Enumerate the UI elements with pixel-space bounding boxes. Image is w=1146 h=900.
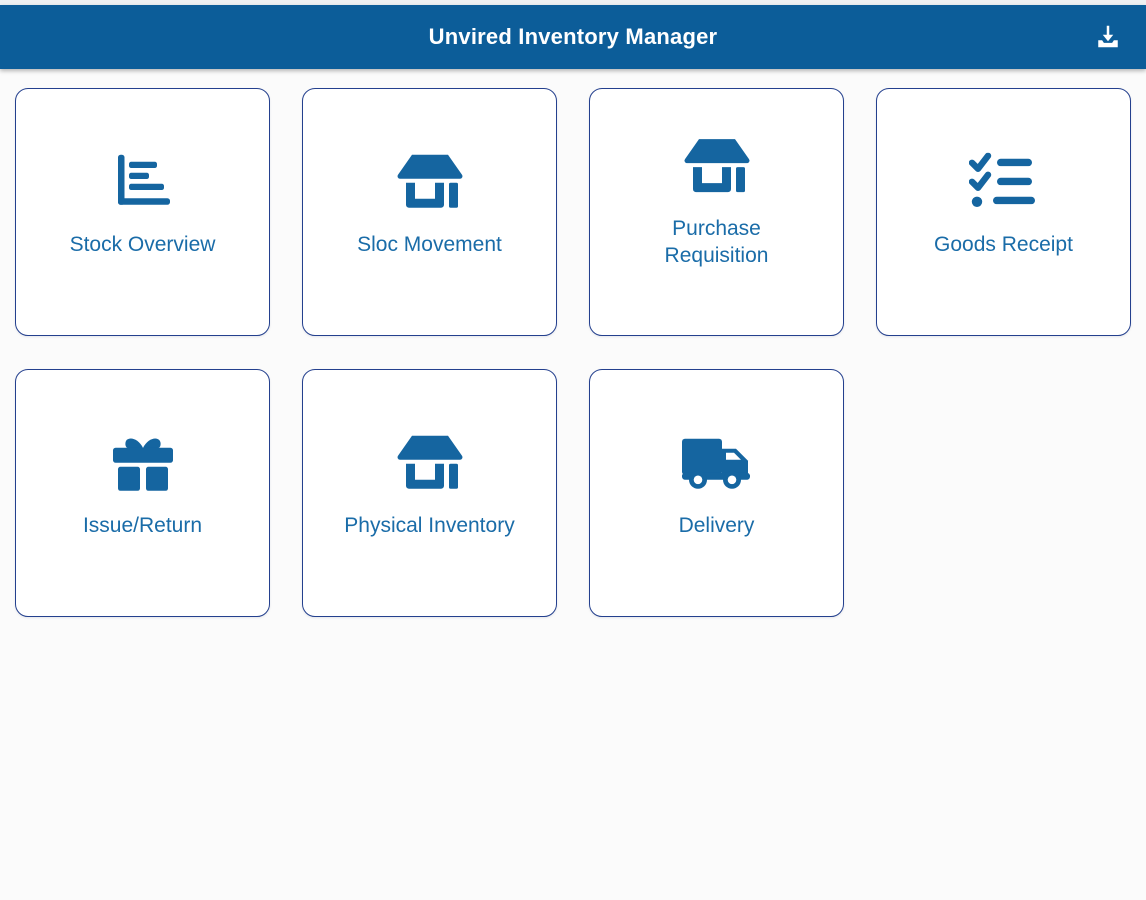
warehouse-icon (392, 430, 468, 496)
tile-purchase-requisition[interactable]: Purchase Requisition (589, 88, 844, 336)
gift-icon (105, 430, 181, 496)
tile-label: Sloc Movement (357, 232, 502, 256)
tile-goods-receipt[interactable]: Goods Receipt (876, 88, 1131, 336)
tile-grid: Stock Overview Sloc Movement (15, 88, 1133, 617)
tile-label: Physical Inventory (344, 513, 515, 537)
tile-stock-overview[interactable]: Stock Overview (15, 88, 270, 336)
tile-content: Sloc Movement (303, 149, 556, 258)
tile-label: Goods Receipt (934, 232, 1073, 256)
status-strip (0, 0, 1146, 5)
tile-content: Goods Receipt (877, 149, 1130, 258)
warehouse-icon (679, 133, 755, 199)
warehouse-icon (392, 149, 468, 215)
download-icon[interactable] (1086, 15, 1130, 59)
tile-issue-return[interactable]: Issue/Return (15, 369, 270, 617)
tile-content: Physical Inventory (303, 430, 556, 539)
tile-label: Delivery (678, 513, 755, 537)
checklist-icon (966, 149, 1042, 215)
tile-content: Delivery (590, 430, 843, 539)
tile-label: Purchase Requisition (664, 217, 769, 268)
tile-delivery[interactable]: Delivery (589, 369, 844, 617)
truck-icon (679, 430, 755, 496)
page-title: Unvired Inventory Manager (428, 24, 718, 49)
tile-sloc-movement[interactable]: Sloc Movement (302, 88, 557, 336)
tile-label: Stock Overview (69, 232, 216, 256)
app-header: Unvired Inventory Manager (0, 5, 1146, 69)
tile-content: Purchase Requisition (590, 133, 843, 269)
bar-chart-icon (105, 149, 181, 215)
tile-content: Issue/Return (16, 430, 269, 539)
tile-label: Issue/Return (82, 513, 203, 537)
tile-content: Stock Overview (16, 149, 269, 258)
tile-physical-inventory[interactable]: Physical Inventory (302, 369, 557, 617)
